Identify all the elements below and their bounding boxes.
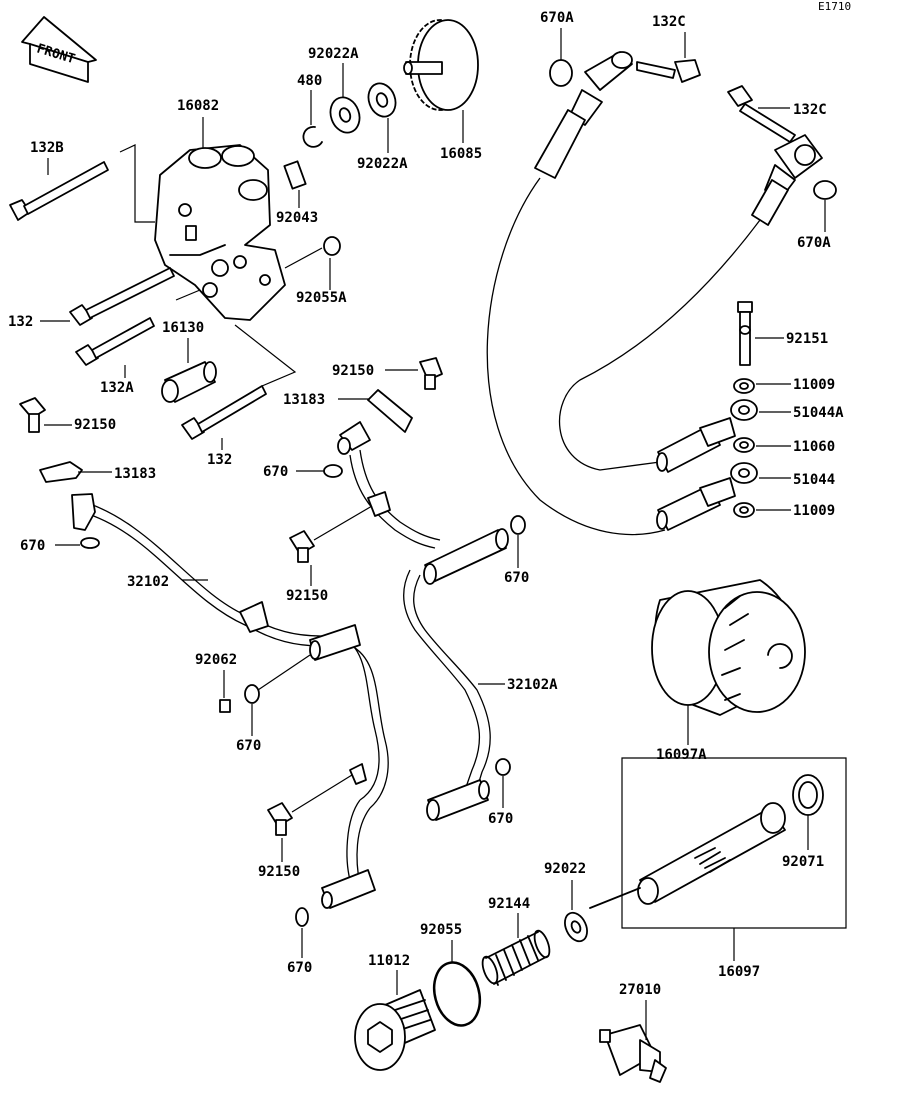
- label-92022: 92022: [544, 861, 586, 877]
- dowel-92043: [283, 160, 307, 190]
- bolt-132C-1: [636, 59, 701, 83]
- label-92150-3: 92150: [286, 588, 328, 604]
- cap-11012: [354, 989, 436, 1071]
- bolt-132A: [75, 317, 155, 366]
- relief-valve-16130: [161, 361, 217, 403]
- plate-13183-2: [367, 389, 413, 433]
- label-92151: 92151: [786, 331, 828, 347]
- bolt-132-1: [69, 267, 175, 326]
- diagram-code: E1710: [818, 0, 851, 13]
- label-92071: 92071: [782, 854, 824, 870]
- washer-92022A-1: [329, 96, 361, 134]
- label-92062: 92062: [195, 652, 237, 668]
- label-92043: 92043: [276, 210, 318, 226]
- label-670-5: 670: [488, 811, 513, 827]
- label-670-6: 670: [287, 960, 312, 976]
- label-670A-2: 670A: [797, 235, 831, 251]
- bolt-132-2: [181, 385, 267, 440]
- label-16097A: 16097A: [656, 747, 707, 763]
- oring-670-5: [495, 758, 511, 776]
- label-32102A: 32102A: [507, 677, 558, 693]
- washer-11009-1: [733, 378, 755, 394]
- label-11060: 11060: [793, 439, 835, 455]
- spring-92144: [481, 929, 551, 986]
- label-13183-1: 13183: [114, 466, 156, 482]
- oil-strainer-16097: [589, 802, 786, 909]
- washer-11009-2: [733, 502, 755, 518]
- bolt-92150-4: [267, 802, 293, 836]
- bolt-92150-2: [419, 357, 443, 390]
- label-92150-1: 92150: [74, 417, 116, 433]
- banjo-bolt-92151: [737, 301, 753, 366]
- oring-92055A: [323, 236, 341, 256]
- bolt-92150-3: [289, 530, 315, 563]
- banjo-fitting-right: [751, 134, 823, 226]
- bolt-92150-1: [19, 397, 46, 433]
- label-132B: 132B: [30, 140, 64, 156]
- banjo-51044: [730, 462, 758, 484]
- oring-670A-2: [813, 180, 837, 200]
- label-32102: 32102: [127, 574, 169, 590]
- washer-11060: [733, 437, 755, 453]
- label-51044: 51044: [793, 472, 835, 488]
- label-132C-2: 132C: [793, 102, 827, 118]
- oil-filter-16097A: [651, 579, 806, 716]
- label-92150-4: 92150: [258, 864, 300, 880]
- label-92022A-1: 92022A: [308, 46, 359, 62]
- label-11012: 11012: [368, 953, 410, 969]
- label-11009-1: 11009: [793, 377, 835, 393]
- label-670A-1: 670A: [540, 10, 574, 26]
- oil-hoses: [486, 177, 761, 536]
- label-132-2: 132: [207, 452, 232, 468]
- oil-pump-16082: [154, 144, 286, 321]
- label-13183-2: 13183: [283, 392, 325, 408]
- label-16130: 16130: [162, 320, 204, 336]
- oring-92071: [792, 774, 824, 816]
- strainer-box: [621, 757, 847, 929]
- oil-pipe-32102A: [337, 421, 509, 821]
- bolt-132C-2: [727, 85, 796, 143]
- oring-670-2: [80, 537, 100, 549]
- oil-pipe-32102: [71, 493, 389, 909]
- front-arrow-icon: FRONT: [21, 16, 97, 83]
- label-92144: 92144: [488, 896, 530, 912]
- label-670-2: 670: [20, 538, 45, 554]
- circlip-480: [302, 126, 323, 148]
- oring-670A-1: [549, 59, 573, 87]
- label-92055: 92055: [420, 922, 462, 938]
- oil-pressure-switch-27010: [599, 1024, 667, 1083]
- oring-670-1: [323, 464, 343, 478]
- oring-670-4: [244, 684, 260, 704]
- label-11009-2: 11009: [793, 503, 835, 519]
- washer-92022A-2: [367, 82, 397, 118]
- gear-16085: [403, 19, 479, 111]
- label-16097: 16097: [718, 964, 760, 980]
- label-132-1: 132: [8, 314, 33, 330]
- label-670-3: 670: [504, 570, 529, 586]
- label-16082: 16082: [177, 98, 219, 114]
- label-670-1: 670: [263, 464, 288, 480]
- label-16085: 16085: [440, 146, 482, 162]
- label-670-4: 670: [236, 738, 261, 754]
- banjo-fitting-upper: [534, 51, 633, 179]
- oring-670-6: [295, 907, 309, 927]
- bolt-132B: [9, 161, 109, 221]
- oring-670-3: [510, 515, 526, 535]
- oring-92055: [432, 961, 482, 1027]
- label-92022A-2: 92022A: [357, 156, 408, 172]
- plate-13183-1: [39, 461, 83, 483]
- label-92150-2: 92150: [332, 363, 374, 379]
- washer-92022: [564, 911, 588, 943]
- label-132C-1: 132C: [652, 14, 686, 30]
- label-480: 480: [297, 73, 322, 89]
- label-27010: 27010: [619, 982, 661, 998]
- jet-92062: [219, 699, 231, 713]
- label-132A: 132A: [100, 380, 134, 396]
- label-92055A: 92055A: [296, 290, 347, 306]
- banjo-51044A: [730, 399, 758, 421]
- label-51044A: 51044A: [793, 405, 844, 421]
